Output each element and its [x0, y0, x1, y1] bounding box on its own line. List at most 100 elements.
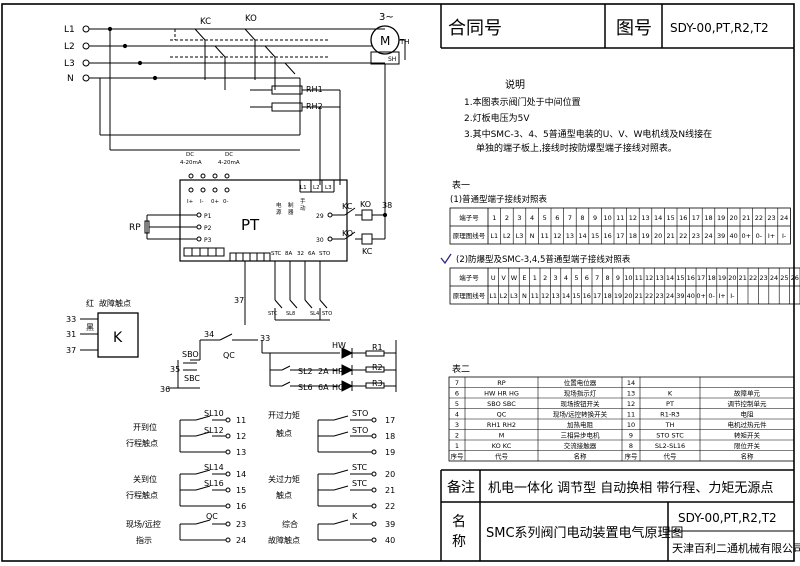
- t1a-cell: 24: [780, 214, 788, 222]
- t1b-cell: 1: [533, 274, 537, 282]
- pt-side-2: 制: [288, 201, 294, 209]
- t1a-cell: 22: [755, 214, 763, 222]
- table2-cell: K: [668, 389, 673, 397]
- t1b-cell: 19: [614, 292, 622, 300]
- dc-label-2b: 4-20mA: [218, 160, 240, 166]
- term-39: 39: [385, 520, 395, 529]
- t1b-cell: 20: [624, 292, 632, 300]
- table2-cell: 2: [455, 431, 459, 439]
- diode-hw-icon: [341, 347, 354, 359]
- table2-cell: 现场按钮开关: [561, 399, 601, 408]
- note-line-4: 单独的端子板上,接线时按防爆型端子接线对照表。: [476, 142, 677, 154]
- t1a-cell: 15: [591, 232, 599, 240]
- t1b-label-1: 原理图线号: [453, 291, 486, 300]
- table2-cell: TH: [665, 421, 675, 429]
- combined-fault-contacts: 综合 故障触点 K 39 40: [268, 512, 395, 545]
- term-11: 11: [236, 416, 246, 425]
- n35: 35: [170, 365, 180, 374]
- t1b-cell: 6: [585, 274, 589, 282]
- t1b-cell: 16: [687, 274, 695, 282]
- table2-header-cell: 代号: [664, 451, 678, 460]
- t1a-cell: N: [530, 232, 535, 240]
- t1b-cell: 23: [759, 274, 767, 282]
- table2-cell: 位置电位器: [564, 378, 597, 387]
- motor-label: M: [380, 34, 390, 48]
- term-24: 24: [236, 536, 246, 545]
- k-label: K: [113, 330, 123, 346]
- ko-contact-label: KO: [342, 229, 353, 238]
- contract-no-label: 合同号: [448, 18, 502, 39]
- stc2-label: STC: [352, 479, 367, 488]
- ko-label: KO: [245, 14, 257, 24]
- t1b-cell: 14: [562, 292, 570, 300]
- pt-l2: L2: [313, 185, 320, 191]
- qc-label: QC: [223, 351, 235, 360]
- t1b-cell: 5: [574, 274, 578, 282]
- t1b-cell: 24: [666, 292, 674, 300]
- term-23: 23: [236, 520, 246, 529]
- notes: 说明 1.本图表示阀门处于中间位置 2.灯板电压为5V 3.其中SMC-3、4、…: [464, 78, 712, 154]
- term-29: 29: [316, 213, 324, 220]
- term-38: 38: [382, 201, 392, 210]
- drawing-name: SMC系列阀门电动装置电气原理图: [486, 525, 684, 541]
- k-term-37: 37: [66, 346, 76, 355]
- sl2-label: SL2: [298, 367, 313, 376]
- t1a-cell: 23: [692, 232, 700, 240]
- table2-cell: 4: [455, 410, 459, 418]
- t1b-cell: 22: [645, 292, 653, 300]
- table2-cell: 故障单元: [734, 388, 761, 397]
- t1a-cell: 14: [578, 232, 586, 240]
- t1b-cell: I+: [718, 292, 725, 300]
- kc-contact-label: KC: [342, 202, 353, 211]
- t1b-cell: 13: [655, 274, 663, 282]
- sh-label: SH: [388, 56, 396, 63]
- table2-cell: 5: [455, 400, 459, 408]
- contactors: KC KO: [170, 14, 330, 90]
- stc1-label: STC: [352, 463, 367, 472]
- table2-cell: SBO SBC: [487, 400, 516, 408]
- qc2-label: QC: [206, 512, 218, 521]
- sto1-label: STO: [352, 409, 368, 418]
- n33: 33: [260, 334, 270, 343]
- t1b-cell: 22: [749, 274, 757, 282]
- table2-cell: RP: [497, 379, 506, 387]
- pt-side-1: 电: [276, 201, 282, 209]
- t1b-cell: 8: [606, 274, 610, 282]
- stc-row-2: 8A: [285, 251, 292, 257]
- t1a-cell: 19: [641, 232, 649, 240]
- table2-header-cell: 代号: [495, 451, 509, 460]
- sl12-label: SL12: [204, 426, 224, 435]
- table2-cell: 现场指示灯: [564, 388, 597, 397]
- term-I-: I-: [200, 199, 204, 205]
- table1-sub1: (1)普通型端子接线对照表: [450, 194, 548, 205]
- term-15: 15: [236, 486, 246, 495]
- t1b-cell: 10: [624, 274, 632, 282]
- table2-cell: 1: [455, 442, 459, 450]
- t1a-cell: 0+: [742, 232, 752, 240]
- power-lines: L1 L2 L3 N: [64, 25, 385, 151]
- t1a-cell: 2: [505, 214, 509, 222]
- table2-cell: 14: [627, 379, 635, 387]
- table1-title: 表一: [452, 179, 470, 191]
- hr-label: HR: [332, 367, 344, 376]
- term-16: 16: [236, 502, 246, 511]
- t1a-cell: 1: [492, 214, 496, 222]
- remote-title-2: 指示: [136, 535, 152, 545]
- table2-cell: QC: [497, 410, 507, 418]
- stc-row-4: 6A: [308, 251, 315, 257]
- dc-label-2a: DC: [225, 152, 233, 158]
- t1b-cell: 14: [666, 274, 674, 282]
- stc-row-1: STC: [271, 251, 282, 257]
- notes-heading: 说明: [505, 78, 525, 91]
- t1a-label-1: 原理图线号: [453, 231, 486, 240]
- table2-cell: HW HR HG: [484, 389, 519, 397]
- t1a-cell: 16: [604, 232, 612, 240]
- term-20: 20: [385, 470, 395, 479]
- sl16-label: SL16: [204, 479, 224, 488]
- t1a-cell: 20: [654, 232, 662, 240]
- table2-cell: M: [499, 431, 505, 439]
- motor: 3~ M SH TH: [370, 12, 410, 185]
- th-label: TH: [399, 38, 410, 46]
- open-pos-title-1: 开到位: [133, 422, 157, 432]
